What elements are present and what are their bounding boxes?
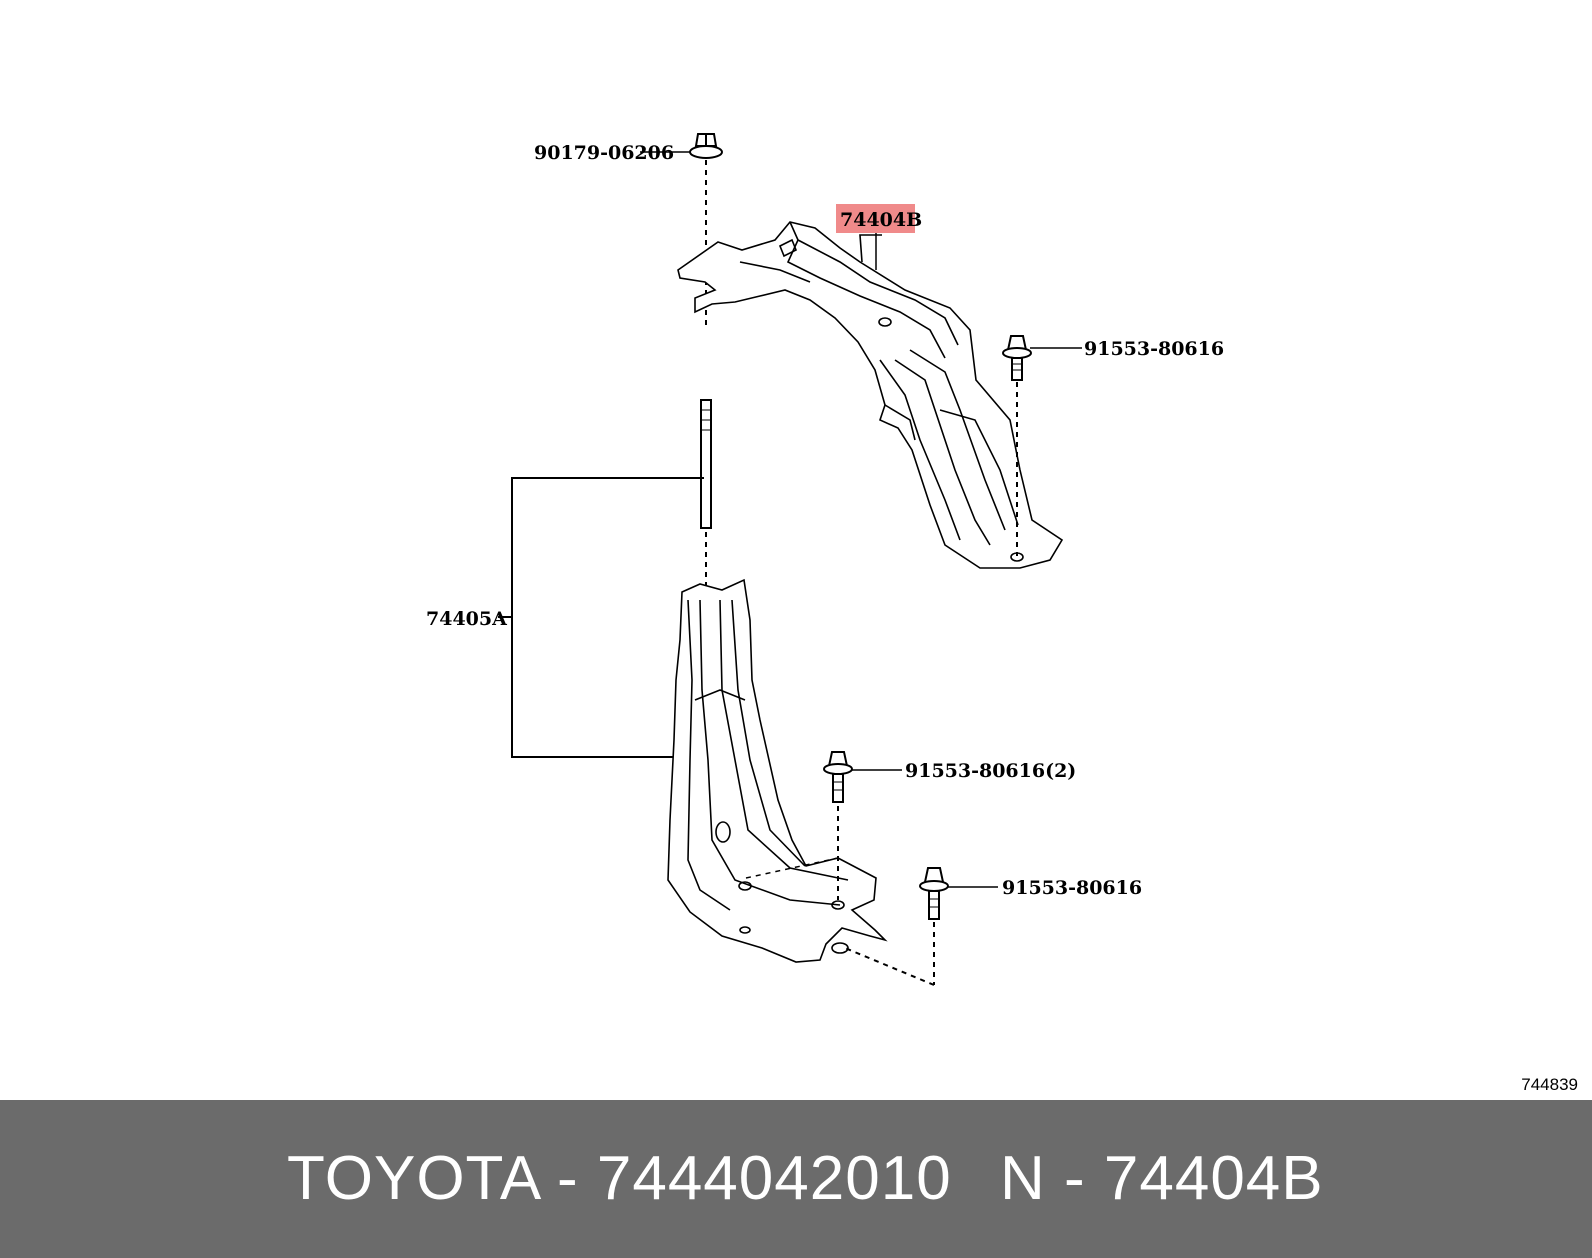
footer-ref: N - 74404B xyxy=(1000,1144,1324,1213)
label-bolt-upper: 91553-80616 xyxy=(1084,338,1224,360)
bolt-icon-lower xyxy=(919,867,949,920)
footer-bar: TOYOTA - 7444042010 N - 74404B xyxy=(0,1100,1592,1258)
nut-icon xyxy=(689,133,723,159)
bolt-icon-upper xyxy=(1002,335,1032,381)
label-bolt-middle: 91553-80616(2) xyxy=(905,760,1076,782)
reference-number: 744839 xyxy=(1521,1075,1578,1094)
footer-part-number: TOYOTA - 7444042010 xyxy=(287,1144,952,1213)
bolt-icon-middle xyxy=(823,751,853,803)
label-nut: 90179-06206 xyxy=(534,142,674,164)
stud-icon xyxy=(700,399,712,529)
upper-bracket-74404b xyxy=(677,221,1064,569)
part-highlight xyxy=(836,204,915,233)
label-74405a: 74405A xyxy=(426,608,507,630)
lower-bracket-74405a xyxy=(667,578,888,963)
parts-diagram: 90179-06206 74404B 91553-80616 74405A 91… xyxy=(426,133,1224,986)
label-bolt-lower: 91553-80616 xyxy=(1002,877,1142,899)
label-74404b[interactable]: 74404B xyxy=(840,209,922,231)
